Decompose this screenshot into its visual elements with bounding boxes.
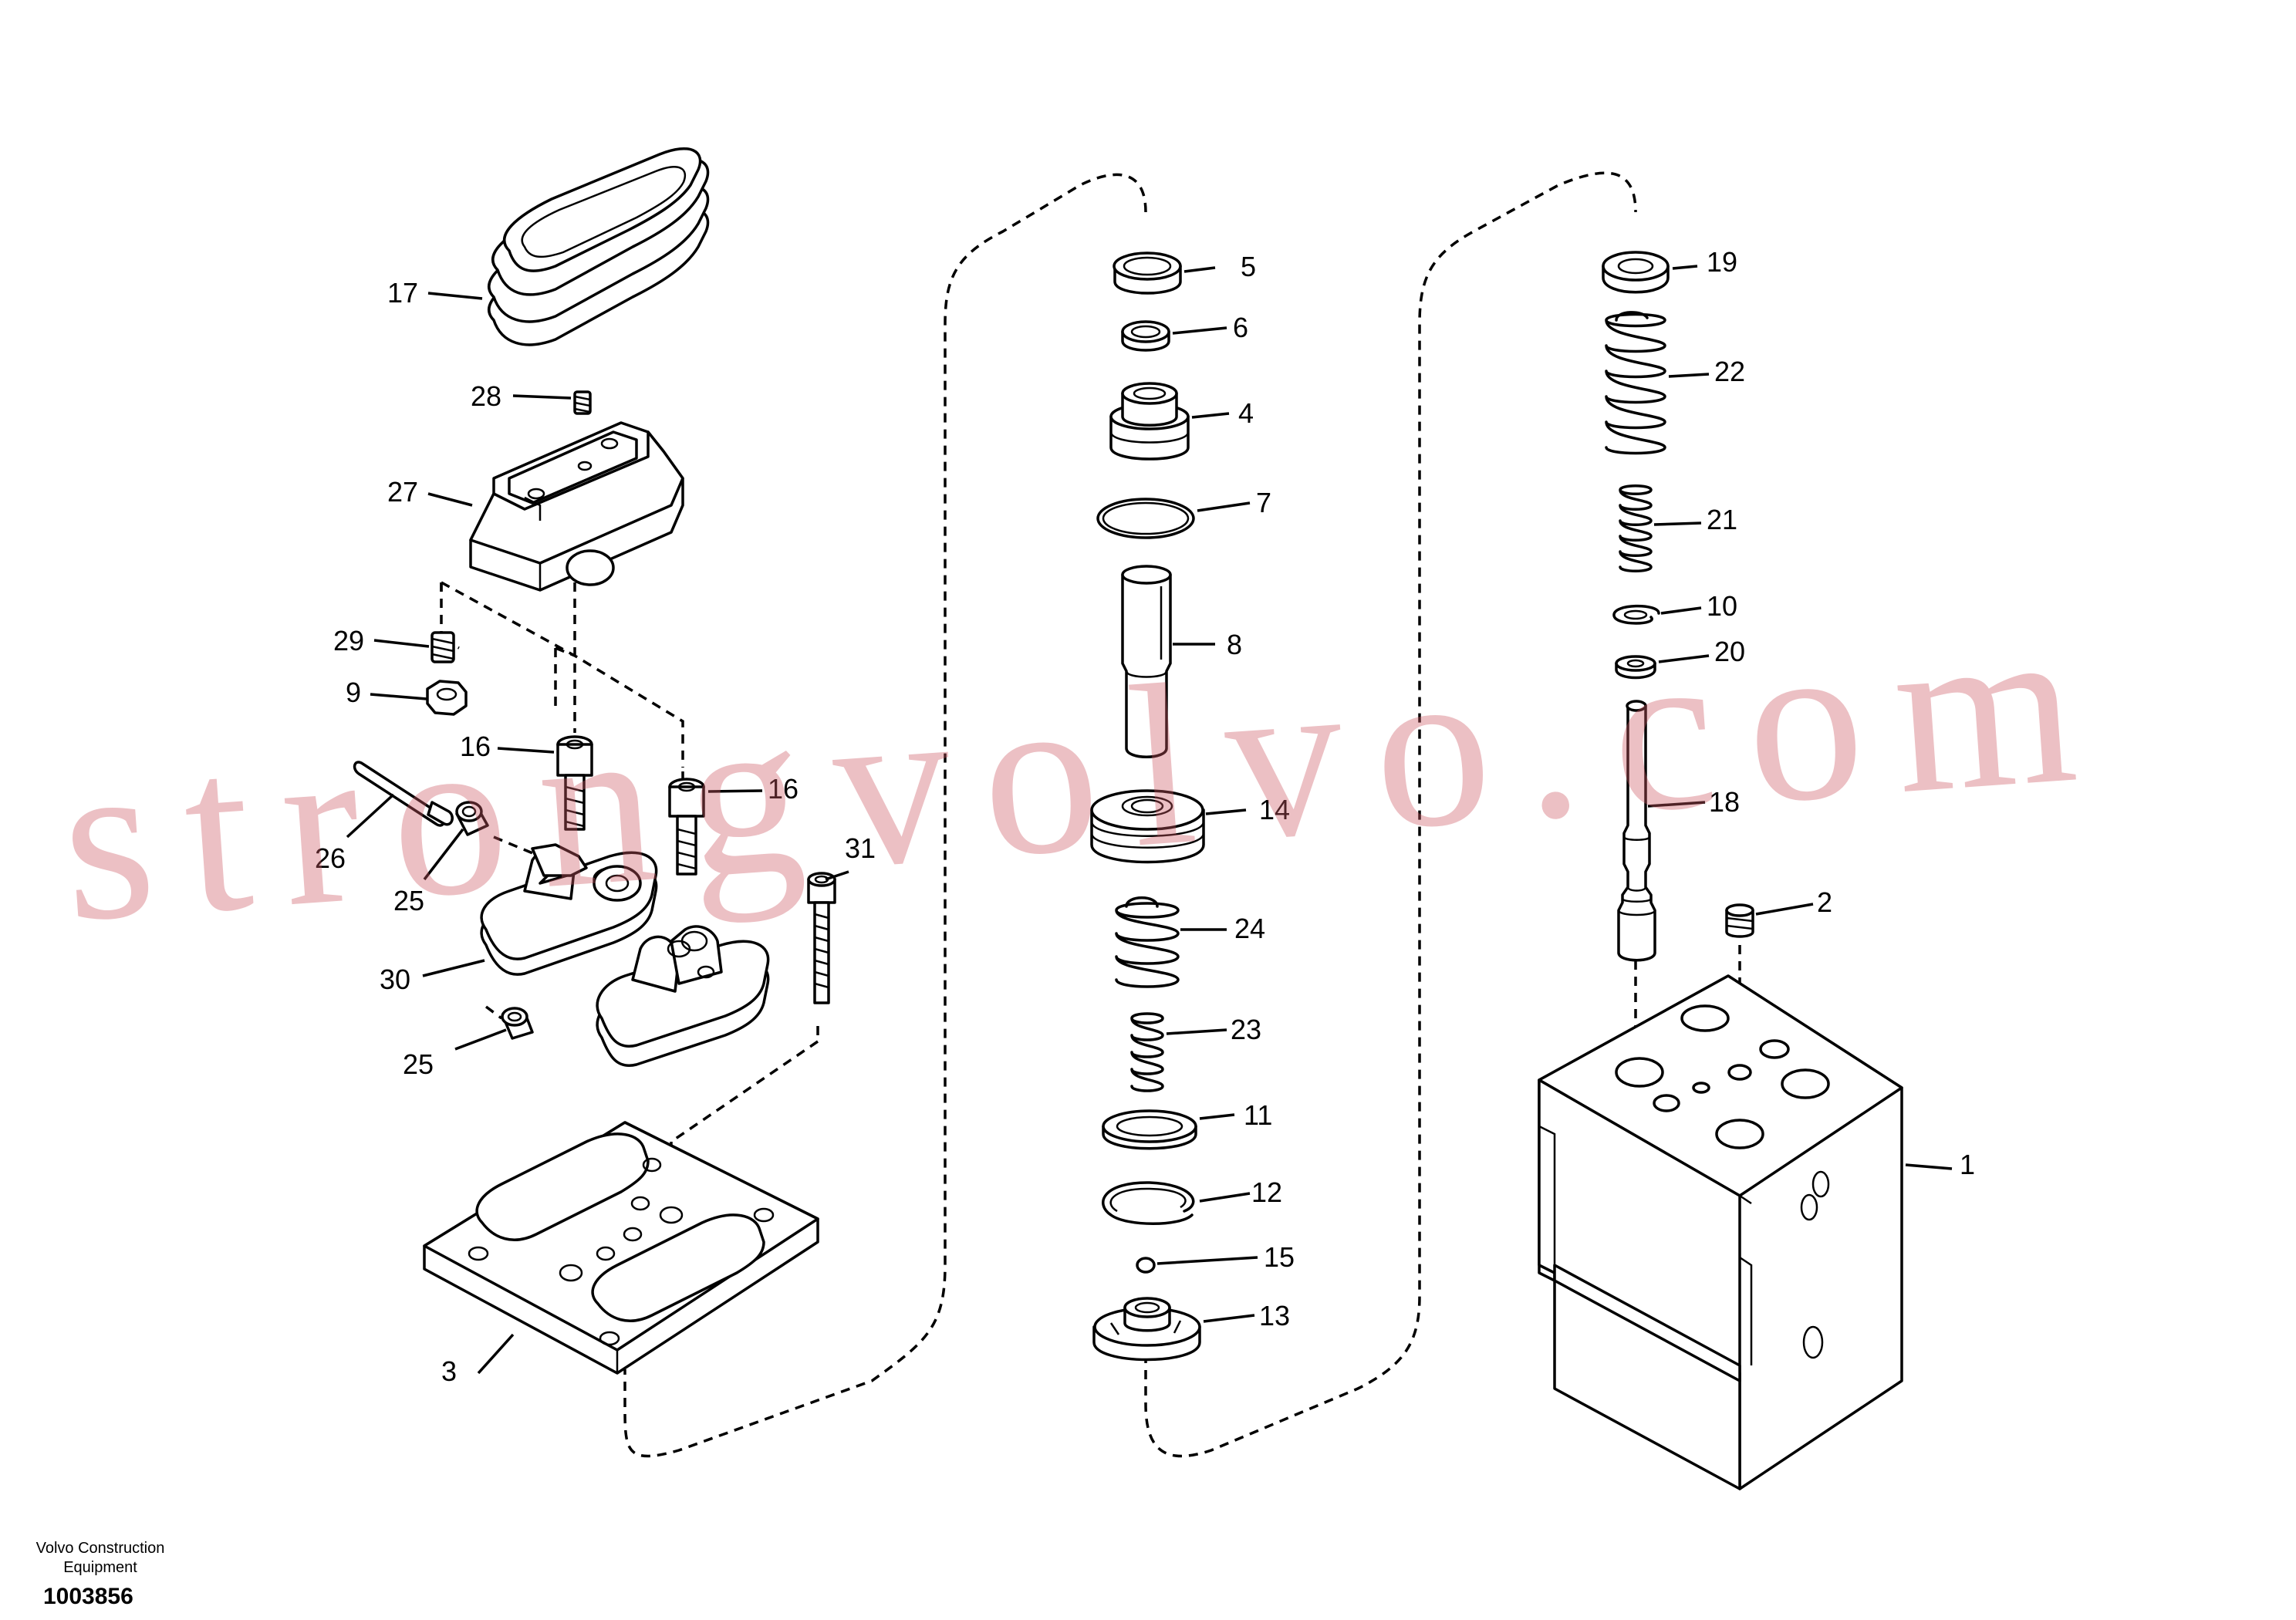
spring-seat-14-part xyxy=(1090,789,1205,864)
pin-part xyxy=(353,761,454,827)
label-15: 15 xyxy=(1264,1241,1295,1273)
label-25-lower: 25 xyxy=(403,1048,434,1080)
label-14: 14 xyxy=(1259,794,1290,825)
ball-15-part xyxy=(1136,1257,1156,1274)
label-28: 28 xyxy=(471,380,501,412)
plug-2-part xyxy=(1725,903,1754,938)
push-rod-8-part xyxy=(1121,565,1172,758)
spring-22-part xyxy=(1605,311,1666,455)
spring-23-part xyxy=(1130,1012,1164,1092)
label-24: 24 xyxy=(1234,913,1265,944)
footer-brand: Volvo Construction Equipment xyxy=(23,1539,177,1578)
label-18: 18 xyxy=(1709,786,1740,818)
label-27: 27 xyxy=(387,476,418,508)
label-19: 19 xyxy=(1707,246,1737,278)
label-21: 21 xyxy=(1707,504,1737,535)
drawing-number: 1003856 xyxy=(43,1584,133,1609)
label-1: 1 xyxy=(1960,1149,1975,1180)
label-16-right: 16 xyxy=(768,773,799,805)
label-17: 17 xyxy=(387,277,418,309)
cap-screw-right-part xyxy=(668,778,705,876)
label-26: 26 xyxy=(315,842,346,874)
label-2: 2 xyxy=(1817,886,1832,918)
label-31: 31 xyxy=(845,832,876,864)
spring-21-part xyxy=(1619,484,1653,572)
label-29: 29 xyxy=(333,625,364,656)
label-6: 6 xyxy=(1233,312,1248,343)
footer-brand-line1: Volvo Construction xyxy=(35,1540,165,1557)
label-4: 4 xyxy=(1238,397,1254,429)
footer-brand-line2: Equipment xyxy=(63,1559,137,1576)
bushing-upper-part xyxy=(455,801,489,836)
bellows-boot-part xyxy=(488,147,710,346)
o-ring-7-part xyxy=(1096,498,1195,539)
ring-5-part xyxy=(1113,251,1182,295)
label-16-left: 16 xyxy=(460,731,491,762)
spool-18-part xyxy=(1617,700,1656,962)
bushing-lower-part xyxy=(501,1007,534,1040)
push-plate-assembly-part xyxy=(480,843,770,1067)
label-12: 12 xyxy=(1251,1176,1282,1208)
washer-20-part xyxy=(1615,655,1656,680)
set-screw-part xyxy=(573,390,592,415)
leader-lines xyxy=(346,265,1953,1375)
cap-screw-left-part xyxy=(556,735,593,831)
spring-24-part xyxy=(1115,896,1180,988)
label-13: 13 xyxy=(1259,1300,1290,1331)
cam-block-part xyxy=(469,421,684,592)
washer-11-part xyxy=(1102,1109,1197,1150)
cap-screw-31-part xyxy=(807,872,836,1004)
seal-6-part xyxy=(1121,320,1170,352)
valve-body-part xyxy=(1538,974,1903,1490)
label-22: 22 xyxy=(1714,356,1745,387)
label-30: 30 xyxy=(380,964,410,995)
set-screw-29-part xyxy=(430,631,455,663)
label-7: 7 xyxy=(1256,487,1271,518)
label-20: 20 xyxy=(1714,636,1745,667)
snap-ring-12-part xyxy=(1102,1181,1195,1225)
label-10: 10 xyxy=(1707,590,1737,622)
guide-19-part xyxy=(1602,251,1670,294)
nut-part xyxy=(426,680,468,716)
label-3: 3 xyxy=(441,1355,457,1387)
part-number-labels: 17 28 27 29 9 16 16 26 25 31 30 25 3 5 6… xyxy=(315,246,1975,1387)
clip-10-part xyxy=(1612,604,1660,625)
label-5: 5 xyxy=(1241,251,1256,282)
label-9: 9 xyxy=(346,677,361,708)
label-25-upper: 25 xyxy=(393,885,424,916)
label-11: 11 xyxy=(1244,1099,1272,1131)
nut-13-part xyxy=(1092,1297,1201,1362)
gasket-plate-part xyxy=(423,1121,819,1375)
plug-4-part xyxy=(1109,382,1190,461)
label-8: 8 xyxy=(1227,629,1242,660)
label-23: 23 xyxy=(1231,1014,1261,1045)
